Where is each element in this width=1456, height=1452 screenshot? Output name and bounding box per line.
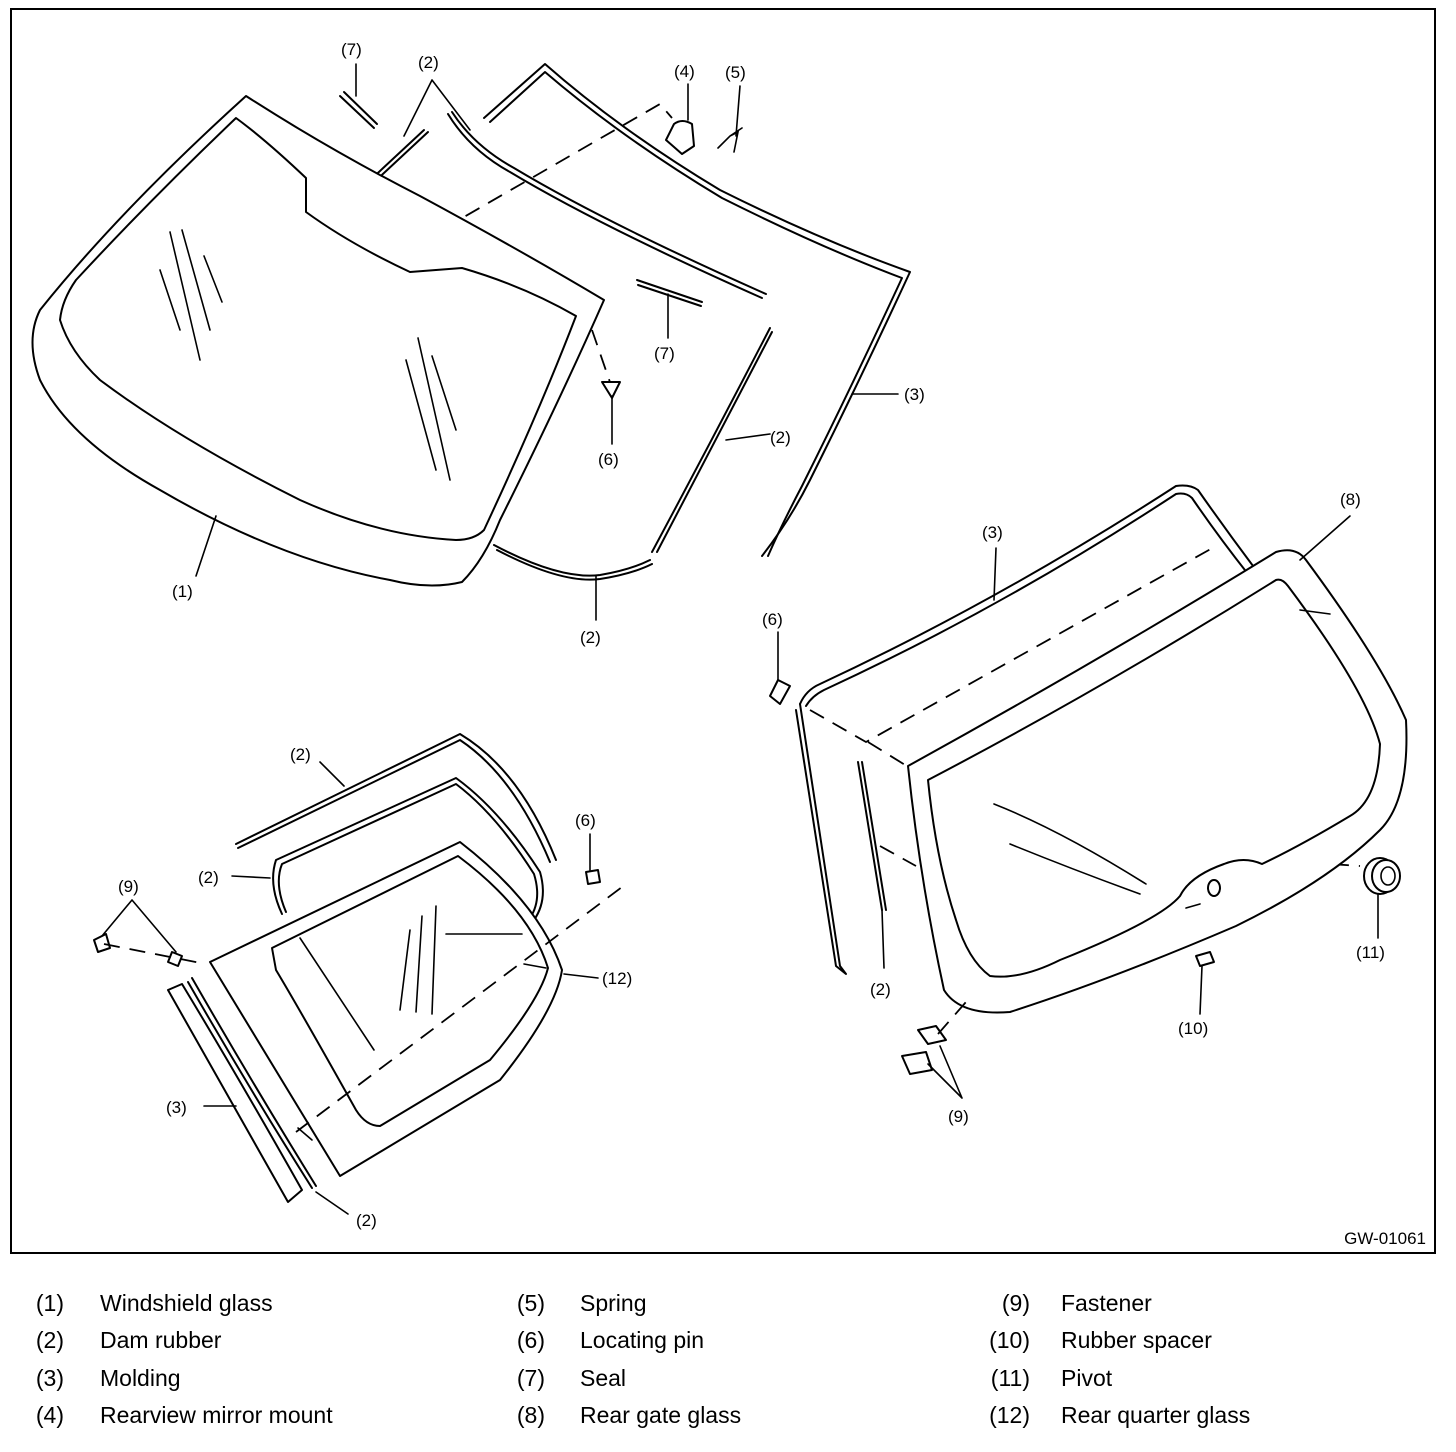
dam-rubber-quarter-side — [187, 981, 313, 1189]
callout-2-windshield-top: (2) — [418, 53, 439, 72]
callout-10: (10) — [1178, 1019, 1208, 1038]
fastener-quarter-b — [167, 951, 183, 967]
locating-pin-windshield — [601, 381, 621, 399]
windshield-molding — [483, 63, 911, 557]
legend-label: Rearview mirror mount — [100, 1402, 333, 1428]
callout-7-middle: (7) — [654, 344, 675, 363]
legend-number: (8) — [516, 1402, 545, 1428]
callout-6-gate: (6) — [762, 610, 783, 629]
legend-label: Fastener — [1061, 1290, 1152, 1316]
callout-6-windshield: (6) — [598, 450, 619, 469]
legend-number: (7) — [516, 1365, 545, 1391]
fastener-gate-a — [917, 1025, 947, 1045]
callout-11: (11) — [1356, 943, 1385, 962]
exploded-glass-diagram: (7) (2) (4) (5) (7) (3) (2) (6) (1) (2) … — [31, 40, 1408, 1230]
callout-7-top: (7) — [341, 40, 362, 59]
quarter-molding — [167, 983, 303, 1203]
callout-6-quarter: (6) — [575, 811, 596, 830]
diagram-frame — [10, 8, 1436, 1254]
figure-code: GW-01061 — [1344, 1229, 1426, 1248]
callout-2-quarter-loop: (2) — [198, 868, 219, 887]
legend-label: Locating pin — [580, 1327, 705, 1353]
rear-gate-assembly — [769, 484, 1408, 1099]
callout-2-quarter-top: (2) — [290, 745, 311, 764]
locating-pin-gate — [769, 679, 791, 705]
callout-2-windshield-bottom: (2) — [580, 628, 601, 647]
dam-rubber-top — [447, 113, 763, 299]
legend-label: Pivot — [1061, 1365, 1113, 1391]
legend-label: Rear quarter glass — [1061, 1402, 1251, 1428]
rear-gate-molding — [799, 484, 1257, 705]
legend-label: Windshield glass — [100, 1290, 273, 1316]
legend-label: Spring — [580, 1290, 647, 1316]
rubber-spacer — [1195, 951, 1215, 967]
fastener-gate-b — [901, 1051, 933, 1075]
dam-rubber-quarter-loop — [272, 777, 544, 921]
callout-2-quarter-bottom: (2) — [356, 1211, 377, 1230]
windshield-glass — [31, 95, 605, 587]
legend-number: (9) — [1001, 1290, 1030, 1316]
legend-label: Molding — [100, 1365, 181, 1391]
callout-9-quarter: (9) — [118, 877, 139, 896]
callout-9-gate: (9) — [948, 1107, 969, 1126]
seal-top — [339, 95, 375, 129]
legend-number: (2) — [35, 1327, 64, 1353]
callout-2-windshield-right: (2) — [770, 428, 791, 447]
pivot-part — [1363, 857, 1401, 895]
dam-rubber-gate — [857, 761, 883, 911]
callout-8: (8) — [1340, 490, 1361, 509]
callout-2-gate: (2) — [870, 980, 891, 999]
legend-number: (4) — [35, 1402, 64, 1428]
legend-number: (5) — [516, 1290, 545, 1316]
locating-pin-quarter — [585, 869, 601, 885]
seal-middle — [636, 279, 703, 303]
legend-number: (3) — [35, 1365, 64, 1391]
rear-gate-glass — [907, 549, 1408, 1014]
callout-3-gate: (3) — [982, 523, 1003, 542]
callout-3-quarter: (3) — [166, 1098, 187, 1117]
legend-number: (12) — [989, 1402, 1030, 1428]
dam-rubber-right — [651, 327, 771, 553]
callout-1: (1) — [172, 582, 193, 601]
dam-rubber-quarter-top — [235, 733, 557, 861]
legend-label: Rear gate glass — [580, 1402, 742, 1428]
legend-label: Rubber spacer — [1061, 1327, 1212, 1353]
legend-label: Seal — [580, 1365, 627, 1391]
rearview-mirror-mount — [665, 120, 695, 155]
callout-4: (4) — [674, 62, 695, 81]
rear-quarter-glass — [209, 841, 563, 1177]
parts-legend: (1) Windshield glass (2) Dam rubber (3) … — [0, 1286, 1456, 1436]
legend-number: (10) — [989, 1327, 1030, 1353]
callout-3-windshield: (3) — [904, 385, 925, 404]
legend-label: Dam rubber — [100, 1327, 222, 1353]
legend-number: (6) — [516, 1327, 545, 1353]
rear-quarter-assembly — [93, 733, 627, 1215]
callout-5: (5) — [725, 63, 746, 82]
legend-number: (11) — [990, 1365, 1030, 1391]
legend-number: (1) — [35, 1290, 64, 1316]
callout-12: (12) — [602, 969, 632, 988]
spring-part — [717, 127, 743, 153]
windshield-assembly — [31, 63, 911, 621]
